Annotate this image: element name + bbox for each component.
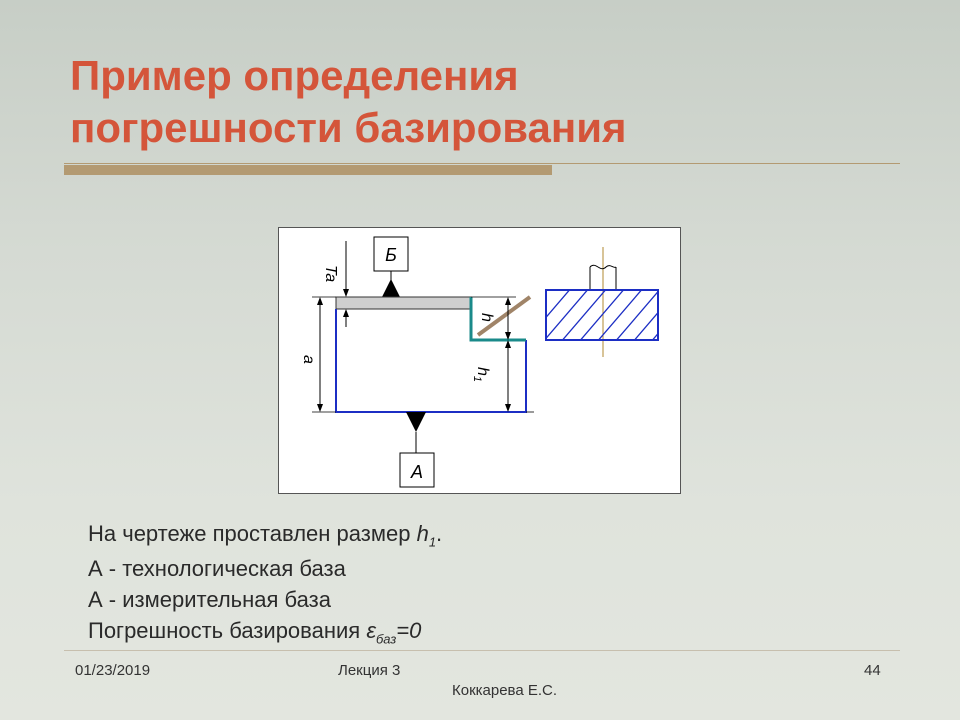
hatched-section	[545, 289, 659, 341]
title-underline-thin	[64, 163, 900, 164]
slide-title-line2: погрешности базирования	[70, 104, 627, 151]
body-line-1: На чертеже проставлен размер h1.	[88, 521, 443, 550]
dim-label-h: h	[478, 313, 495, 322]
dim-label-ta: Ta	[322, 265, 339, 282]
footer-date: 01/23/2019	[75, 662, 151, 679]
page-number: 44	[864, 662, 881, 679]
base-label-b: Б	[385, 245, 397, 265]
footer-author: Коккарева Е.С.	[452, 682, 558, 699]
title-underline-thick	[64, 165, 552, 175]
measuring-plate	[335, 296, 472, 310]
base-label-a: А	[410, 462, 423, 482]
body-line-3: А - измерительная база	[88, 587, 331, 612]
cutting-tool	[476, 295, 532, 337]
part-outline	[335, 309, 527, 413]
dim-label-a: a	[300, 355, 317, 364]
dim-label-h1: h1	[471, 367, 491, 382]
footer-lecture: Лекция 3	[338, 662, 401, 679]
base-label-box-a	[399, 452, 435, 488]
body-line-2: А - технологическая база	[88, 556, 346, 581]
base-label-box-b	[373, 236, 409, 272]
slide-title: Пример определения погрешности базирован…	[70, 50, 890, 154]
footer-divider	[64, 650, 900, 651]
slide-body: На чертеже проставлен размер h1. А - тех…	[88, 518, 868, 646]
technical-drawing: Б Ta a h h1 А	[278, 227, 681, 494]
body-line-4: Погрешность базирования εбаз=0	[88, 618, 422, 647]
slide-title-line1: Пример определения	[70, 52, 519, 99]
base-triangle-bottom	[406, 412, 426, 432]
base-triangle-top	[382, 279, 400, 297]
